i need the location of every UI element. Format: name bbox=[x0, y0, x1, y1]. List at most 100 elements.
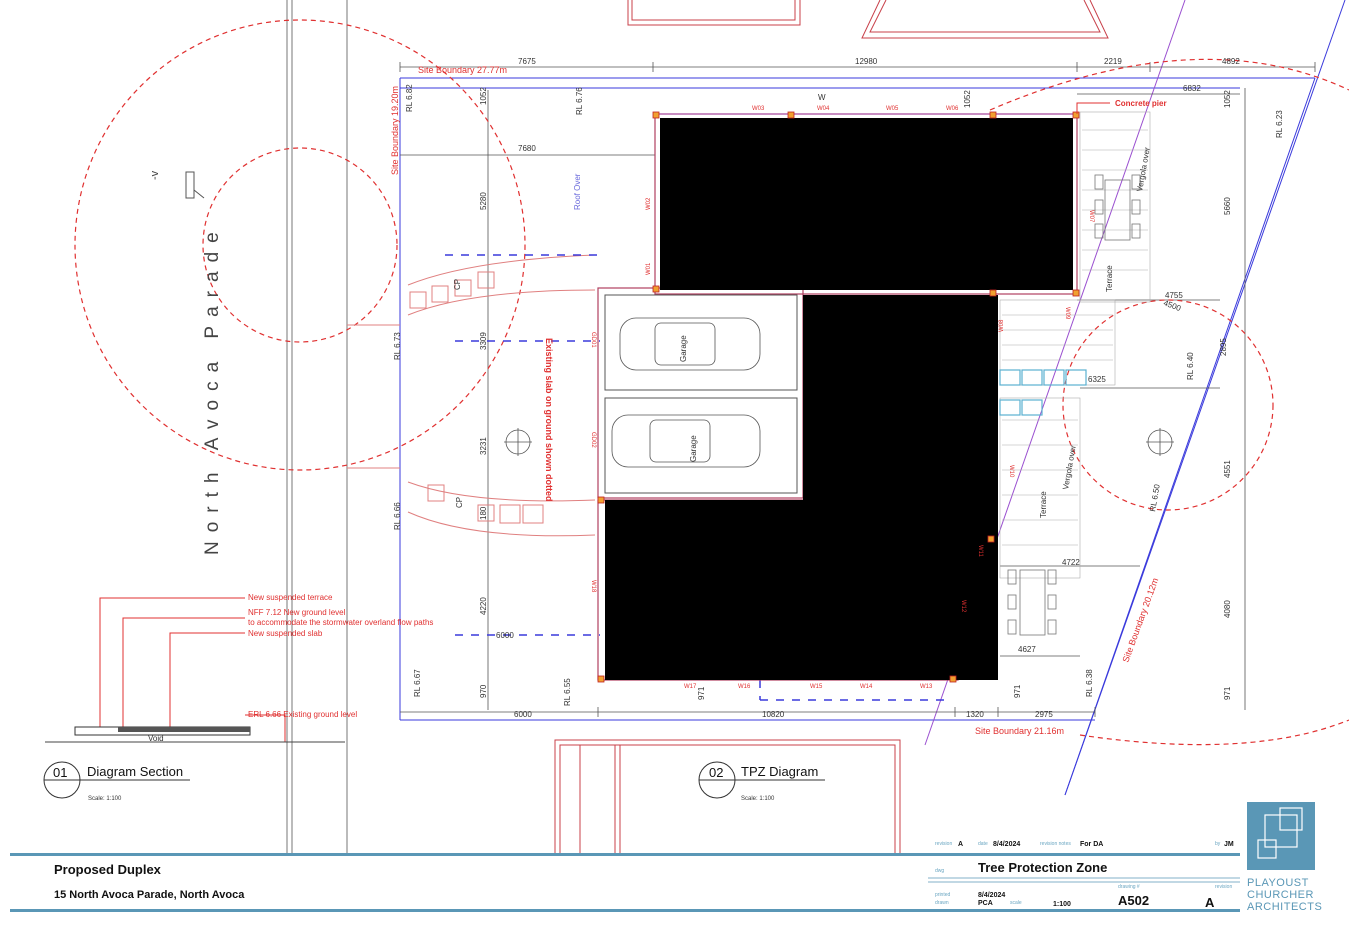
boundary-top-label: Site Boundary 27.77m bbox=[418, 65, 507, 75]
dim-misc-2: 4755 bbox=[1165, 291, 1183, 300]
garage-label-1: Garage bbox=[679, 335, 688, 362]
window-tag-w17: W17 bbox=[684, 684, 697, 690]
dim-misc-7: 4627 bbox=[1018, 645, 1036, 654]
printed-value: 8/4/2024 bbox=[978, 892, 1005, 899]
dim-misc-6: 4722 bbox=[1062, 558, 1080, 567]
rl-655: RL 6.55 bbox=[563, 678, 572, 706]
concrete-pier-label: Concrete pier bbox=[1115, 99, 1167, 108]
garage-label-2: Garage bbox=[689, 435, 698, 462]
neighbour-house-top bbox=[627, 0, 1109, 39]
view-02-title: TPZ Diagram bbox=[741, 764, 818, 779]
dim-misc-0: 1052 bbox=[963, 90, 972, 108]
dim-left-v2: 3309 bbox=[479, 332, 488, 350]
dim-bottom-3: 2975 bbox=[1035, 710, 1053, 719]
revision-label: revision bbox=[935, 841, 952, 847]
dim-left-v4: 180 bbox=[479, 506, 488, 520]
drawn-label: drawn bbox=[935, 900, 949, 906]
date-label: date bbox=[978, 841, 988, 847]
dim-left-v3: 3231 bbox=[479, 437, 488, 455]
drawing-no-value: A502 bbox=[1118, 893, 1149, 908]
rl-638: RL 6.38 bbox=[1085, 669, 1094, 697]
drawn-value: PCA bbox=[978, 900, 993, 907]
terrace-hatch bbox=[999, 111, 1151, 579]
section-note-1: New suspended terrace bbox=[248, 593, 333, 602]
car-icon-2 bbox=[611, 414, 761, 468]
w-label: W bbox=[818, 93, 826, 102]
neighbour-house-bottom bbox=[554, 739, 901, 855]
boundary-bottom-label: Site Boundary 21.16m bbox=[975, 726, 1064, 736]
printed-label: printed bbox=[935, 892, 951, 898]
section-slab bbox=[45, 726, 345, 743]
window-tag-w06: W06 bbox=[946, 106, 959, 112]
dim-right-top: 1052 bbox=[1223, 90, 1232, 108]
dim-left-v6: 970 bbox=[479, 684, 488, 698]
dim-misc-9: 971 bbox=[1013, 684, 1022, 698]
firm-logo-icon bbox=[1247, 802, 1315, 870]
dim-misc-1: 6000 bbox=[496, 631, 514, 640]
date-value: 8/4/2024 bbox=[993, 841, 1020, 848]
firm-name-line2: CHURCHER bbox=[1247, 889, 1314, 901]
rl-667: RL 6.67 bbox=[413, 669, 422, 697]
dim-top-1: 12980 bbox=[855, 57, 878, 66]
dim-left-v1: 5280 bbox=[479, 192, 488, 210]
view-02-scale: Scale: 1:100 bbox=[741, 796, 775, 802]
north-arrow-icon bbox=[185, 171, 205, 199]
view-01-title: Diagram Section bbox=[87, 764, 183, 779]
rl-623: RL 6.23 bbox=[1275, 110, 1284, 138]
by-label: by bbox=[1215, 841, 1221, 847]
tpz-circles bbox=[74, 19, 1349, 746]
building-redacted bbox=[605, 118, 1073, 680]
outdoor-furniture bbox=[1007, 174, 1141, 636]
garage-bays bbox=[604, 294, 798, 494]
rev-label: revision bbox=[1215, 884, 1232, 890]
section-note-4: New suspended slab bbox=[248, 629, 323, 638]
dim-right-v3: 971 bbox=[1223, 686, 1232, 700]
pergola-label-2: Vergola over bbox=[1061, 444, 1078, 490]
firm-name-line3: ARCHITECTS bbox=[1247, 901, 1322, 913]
window-tag-w11: W11 bbox=[977, 545, 983, 558]
dim-left-v0: 1052 bbox=[479, 87, 488, 105]
cp-label-1: CP bbox=[453, 279, 462, 290]
window-tag-w05: W05 bbox=[886, 106, 899, 112]
section-note-5: ERL 6.66 Existing ground level bbox=[248, 710, 357, 719]
rl-676: RL 6.76 bbox=[575, 87, 584, 115]
roof-over-label: Roof Over bbox=[573, 173, 582, 210]
window-tag-w04: W04 bbox=[817, 106, 830, 112]
dim-misc-5: 2895 bbox=[1219, 338, 1228, 356]
window-tag-w02: W02 bbox=[646, 197, 652, 210]
dim-bottom-1: 10820 bbox=[762, 710, 785, 719]
window-tags: W03 W04 W05 W06 W02 W01 W07 W08 W09 W10 … bbox=[590, 106, 1094, 690]
revision-notes-label: revision notes bbox=[1040, 841, 1071, 847]
section-note-2: NFF 7.12 New ground level bbox=[248, 608, 346, 617]
rl-640: RL 6.40 bbox=[1186, 352, 1195, 380]
view-01-number: 01 bbox=[53, 765, 67, 780]
window-tag-w09: W09 bbox=[1064, 307, 1070, 320]
site-boundary bbox=[399, 77, 1316, 796]
street-name: North Avoca Parade bbox=[202, 223, 223, 555]
cp-label-2: CP bbox=[455, 497, 464, 508]
dimension-lines bbox=[399, 62, 1316, 717]
diagram-section bbox=[99, 597, 286, 742]
window-tag-w13: W13 bbox=[920, 684, 933, 690]
by-value: JM bbox=[1224, 841, 1234, 848]
window-tag-w18: W18 bbox=[590, 580, 596, 593]
revision-notes-value: For DA bbox=[1080, 841, 1103, 848]
dim-misc-4: 6325 bbox=[1088, 375, 1106, 384]
dim-misc-8: 971 bbox=[697, 686, 706, 700]
street-lines bbox=[286, 0, 348, 855]
window-tag-w01: W01 bbox=[646, 262, 652, 275]
dim-right-v1: 4551 bbox=[1223, 460, 1232, 478]
boundary-diagonal-2 bbox=[1064, 0, 1346, 796]
pergola-label-1: Vergola over bbox=[1135, 146, 1152, 192]
view-marker-01 bbox=[43, 761, 190, 799]
window-tag-w15: W15 bbox=[810, 684, 823, 690]
concrete-piers bbox=[597, 111, 1080, 683]
window-tag-w16: W16 bbox=[738, 684, 751, 690]
view-01-scale: Scale: 1:100 bbox=[88, 796, 122, 802]
dim-bottom-2: 1320 bbox=[966, 710, 984, 719]
view-02-number: 02 bbox=[709, 765, 723, 780]
terrace-label-1: Terrace bbox=[1105, 265, 1114, 292]
dim-left-v5: 4220 bbox=[479, 597, 488, 615]
firm-name-line1: PLAYOUST bbox=[1247, 877, 1309, 889]
